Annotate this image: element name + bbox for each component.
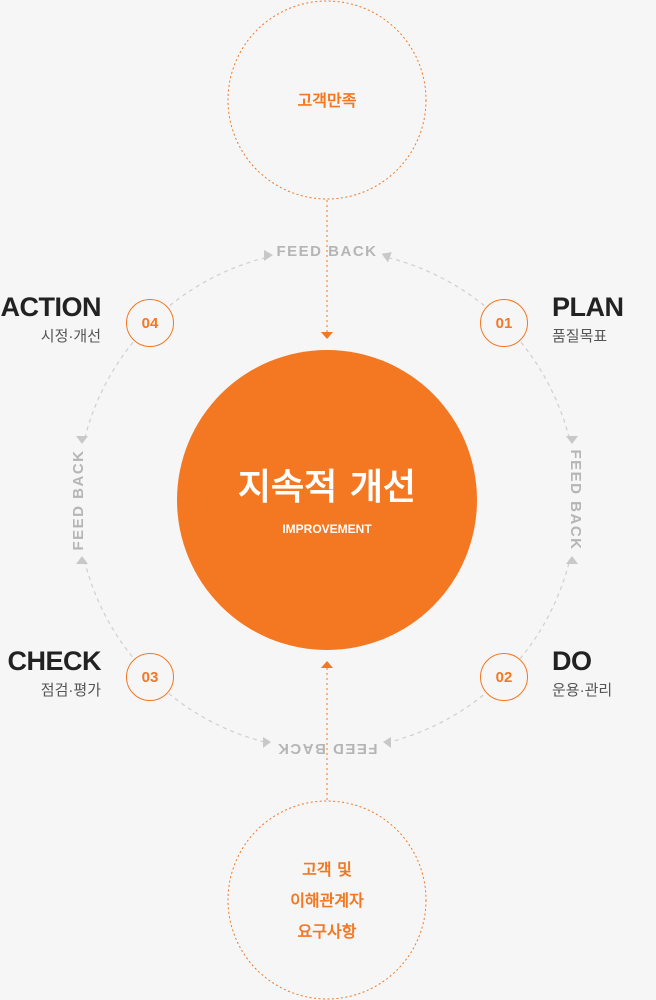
customer-satisfaction-circle: 고객만족 [227, 0, 427, 200]
step-subtitle: 시정·개선 [40, 328, 101, 345]
requirement-line: 요구사항 [297, 921, 357, 941]
step-title: DO [552, 646, 592, 676]
requirement-line: 고객 및 [302, 859, 352, 879]
step-number-01: 01 [480, 299, 528, 347]
down-arrow-icon [321, 332, 333, 339]
step-plan: PLAN 품질목표 [552, 292, 624, 346]
step-check: CHECK 점검·평가 [7, 646, 101, 700]
goal-label: 고객만족 [297, 90, 357, 110]
step-number-04: 04 [126, 299, 174, 347]
step-title: PLAN [552, 292, 624, 322]
feedback-label-top: FEED BACK [276, 243, 377, 260]
goal-circle-border [227, 0, 427, 200]
center-title: 지속적 개선 [237, 467, 417, 508]
step-subtitle: 품질목표 [552, 328, 608, 345]
step-do: DO 운용·관리 [552, 646, 612, 700]
requirements-circle: 고객 및 이해관계자 요구사항 [227, 800, 427, 1000]
continuous-improvement-circle: 지속적 개선 IMPROVEMENT [177, 350, 477, 650]
step-subtitle: 점검·평가 [40, 682, 101, 699]
step-title: CHECK [7, 646, 101, 676]
feedback-label-right: FEED BACK [567, 449, 584, 550]
requirement-circle-border [227, 800, 427, 1000]
step-action: ACTION 시정·개선 [1, 292, 102, 346]
step-subtitle: 운용·관리 [552, 682, 613, 699]
up-arrow-icon [321, 661, 333, 668]
step-title: ACTION [0, 292, 102, 322]
feedback-label-left: FEED BACK [70, 449, 87, 550]
requirement-line: 이해관계자 [290, 890, 364, 910]
center-subtitle: IMPROVEMENT [282, 522, 372, 536]
step-number-02: 02 [480, 653, 528, 701]
feedback-arrow-icons [76, 250, 578, 748]
step-number-03: 03 [126, 653, 174, 701]
